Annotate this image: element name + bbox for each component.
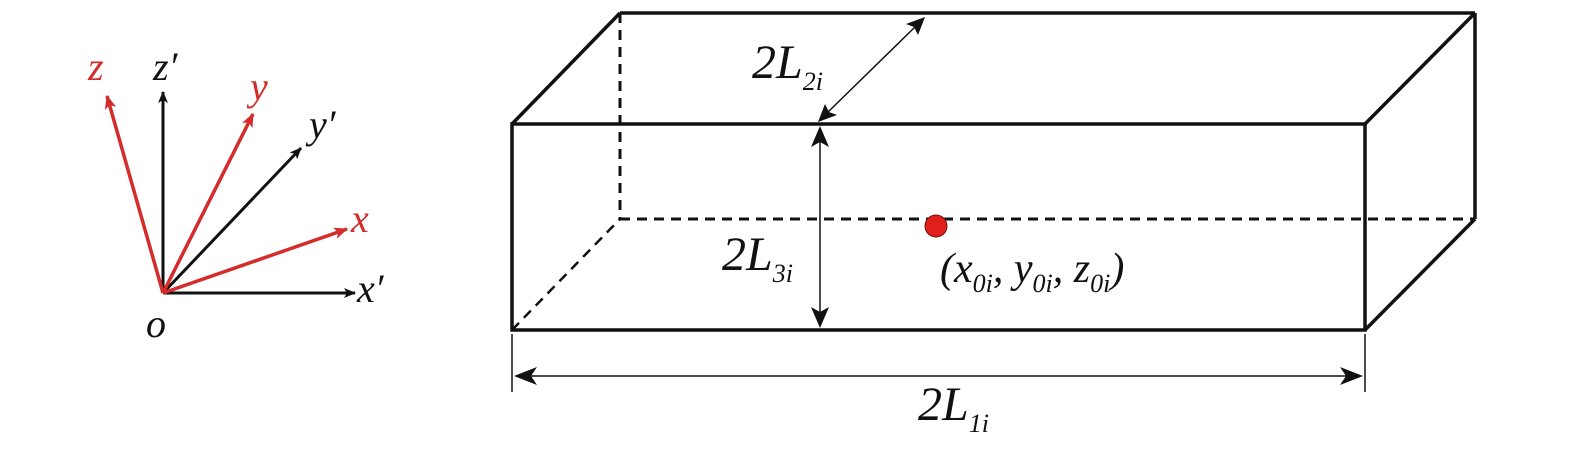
width-label: 2L2i bbox=[752, 36, 823, 96]
x-prime-label: x′ bbox=[356, 266, 385, 311]
width-arrowhead-top bbox=[906, 17, 925, 35]
box-depth-bottom-right bbox=[1363, 217, 1477, 332]
center-point bbox=[924, 214, 948, 238]
length-label: 2L1i bbox=[918, 378, 989, 438]
x-axis bbox=[162, 227, 349, 295]
z-axis bbox=[104, 94, 165, 294]
box bbox=[510, 11, 1477, 332]
y-label: y bbox=[246, 64, 268, 109]
dimension-arrows bbox=[511, 17, 1366, 392]
height-label: 2L3i bbox=[722, 228, 793, 288]
box-hidden-depth-bottom-left bbox=[511, 218, 621, 331]
box-depth-top-left bbox=[510, 11, 622, 126]
origin-label: o bbox=[146, 301, 166, 346]
y-axis bbox=[161, 112, 255, 294]
z-prime-label: z′ bbox=[152, 44, 179, 89]
length-arrowhead-right bbox=[1340, 367, 1363, 385]
height-arrowhead-top bbox=[811, 126, 829, 147]
box-front-face bbox=[510, 122, 1367, 332]
coordinate-axes: o x′ z′ y′ x y z bbox=[87, 44, 385, 346]
center-coordinates-label: (x0i, y0i, z0i) bbox=[940, 246, 1124, 298]
box-depth-top-right bbox=[1363, 11, 1477, 126]
y-prime-axis bbox=[161, 146, 303, 295]
z-label: z bbox=[87, 44, 104, 89]
length-arrowhead-left bbox=[514, 367, 537, 385]
width-arrowhead-bottom bbox=[818, 104, 837, 122]
width-dimension-arrow bbox=[826, 25, 917, 114]
y-prime-label: y′ bbox=[305, 102, 337, 147]
x-label: x bbox=[350, 196, 369, 241]
height-arrowhead-bottom bbox=[811, 307, 829, 328]
